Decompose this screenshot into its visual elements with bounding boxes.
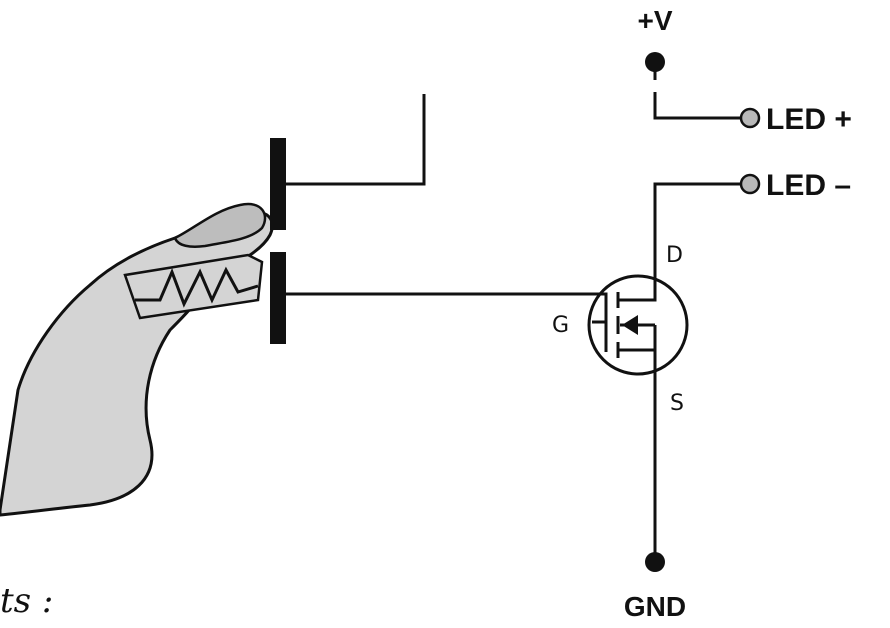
led-plus-label: LED + (766, 103, 852, 136)
led-minus-terminal (739, 173, 761, 195)
drain-wire (653, 182, 741, 294)
ground-label: GND (624, 591, 686, 622)
supply-label: +V (637, 5, 672, 36)
led-plus-terminal (739, 107, 761, 129)
led-minus-label: LED – (766, 169, 851, 202)
supply-wire (653, 62, 750, 120)
drain-label: D (666, 243, 683, 268)
ground-node (645, 552, 665, 572)
finger-touch-icon (0, 202, 274, 517)
touch-plate-bottom (270, 252, 286, 344)
handwritten-note: ts : (0, 581, 53, 621)
touch-plate-top (270, 138, 286, 230)
mosfet-symbol-icon (587, 274, 689, 376)
gate-label: G (552, 313, 569, 338)
source-label: S (670, 391, 684, 416)
top-plate-wire (286, 94, 426, 186)
